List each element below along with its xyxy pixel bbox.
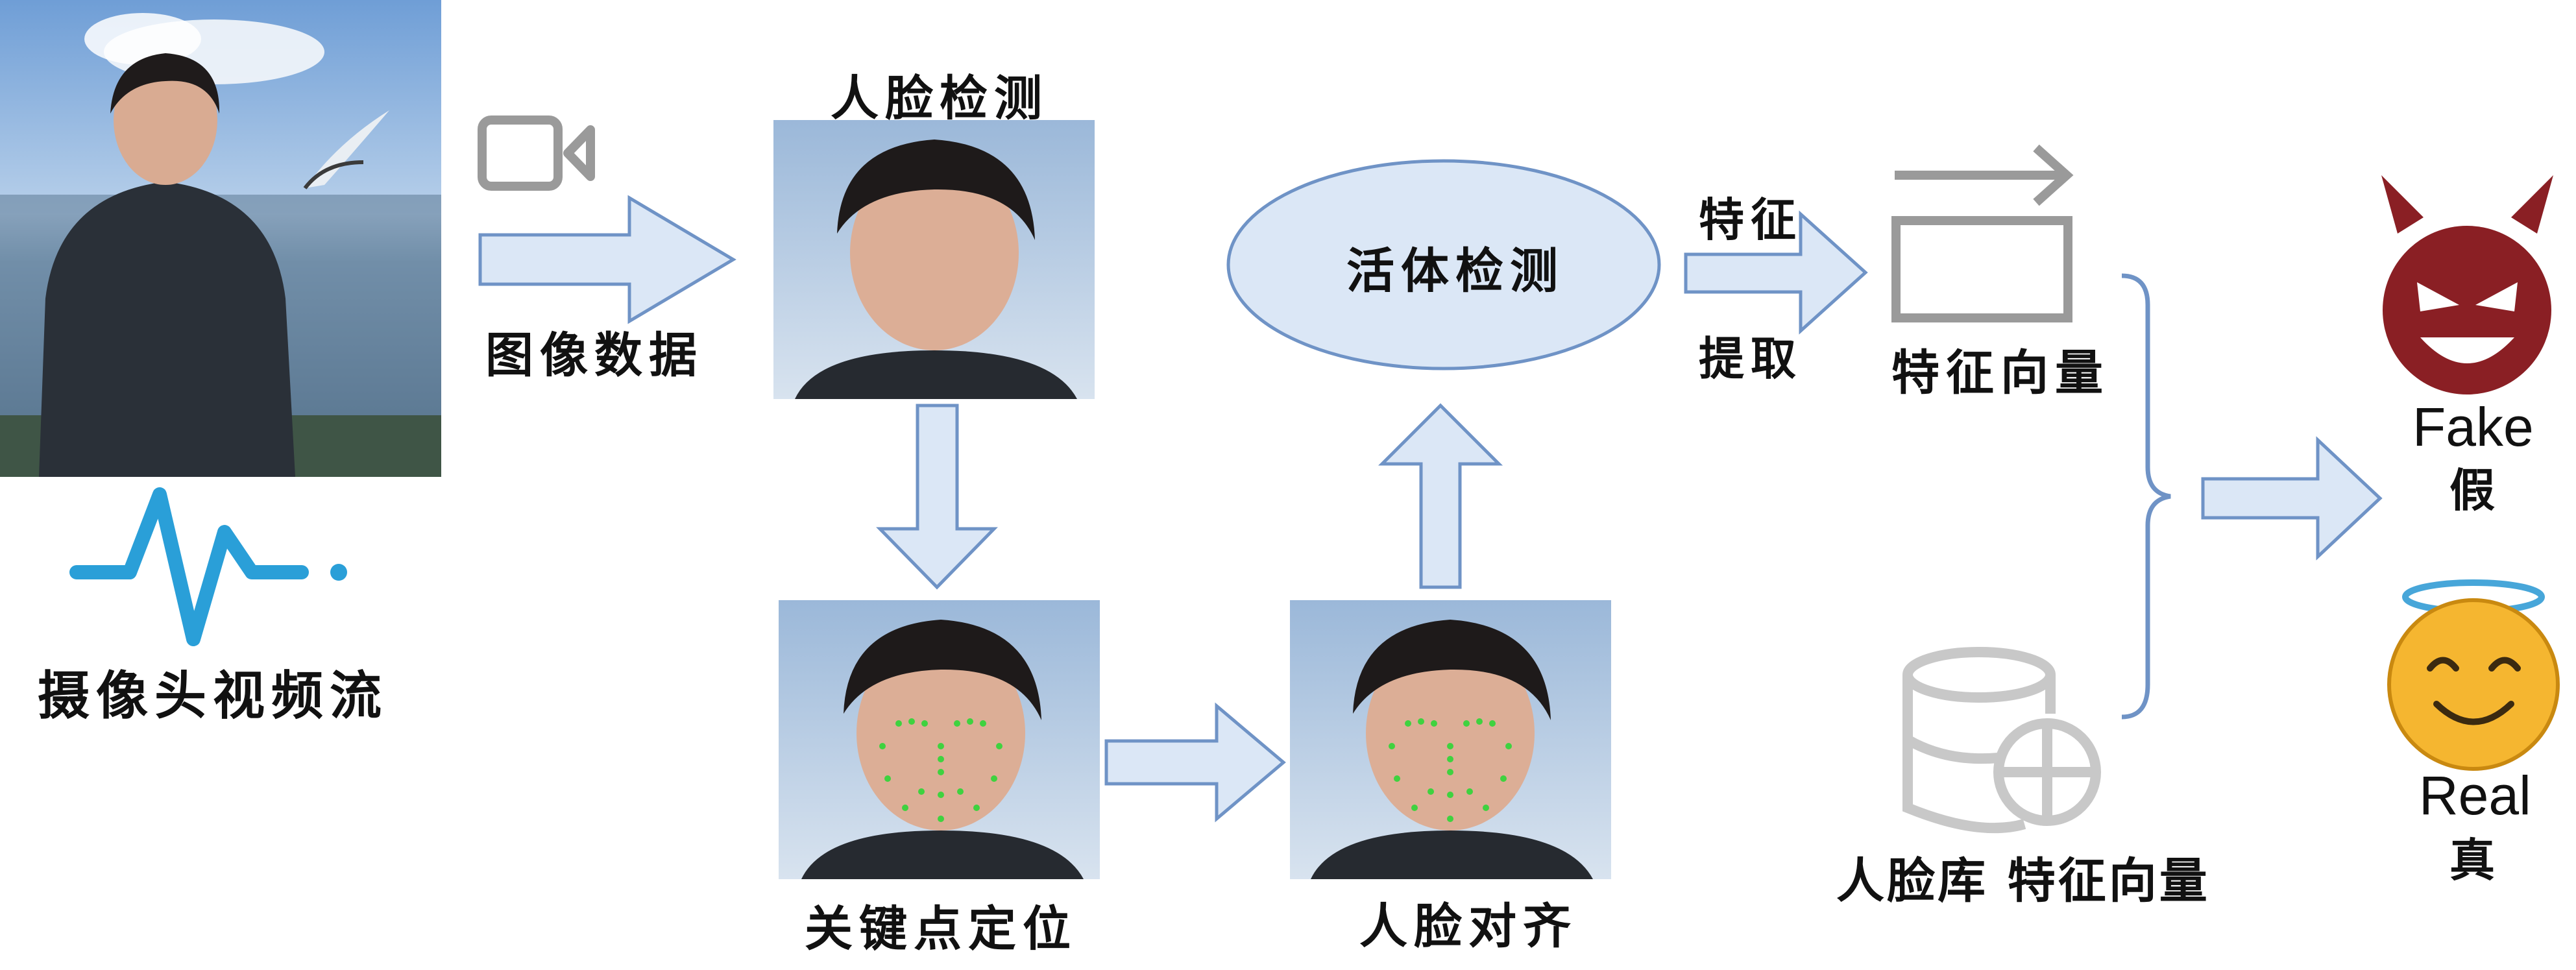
label-feature-extraction-1: 特征	[1699, 193, 1803, 247]
feature-vector-icon	[1891, 144, 2074, 322]
arrow-keypoints-to-align	[1104, 702, 1286, 823]
label-real-cn: 真	[2449, 833, 2495, 887]
label-keypoint-localization: 关键点定位	[805, 901, 1077, 957]
source-photo	[0, 0, 441, 477]
label-face-alignment: 人脸对齐	[1359, 899, 1577, 954]
label-camera-stream: 摄像头视频流	[38, 665, 388, 726]
label-face-db-feature-vector: 人脸库 特征向量	[1836, 853, 2210, 909]
pulse-wave-icon	[69, 487, 347, 646]
arrow-detect-to-keypoints	[876, 404, 998, 590]
label-real-en: Real	[2419, 765, 2531, 826]
label-fake-en: Fake	[2412, 396, 2534, 457]
face-detection-photo	[773, 120, 1095, 399]
label-liveness-detection: 活体检测	[1346, 243, 1564, 299]
label-image-data: 图像数据	[485, 328, 703, 383]
label-feature-vector: 特征向量	[1891, 345, 2109, 401]
arrow-to-result	[2201, 436, 2383, 561]
angel-face-icon	[2387, 579, 2560, 771]
label-face-detection: 人脸检测	[831, 71, 1049, 127]
database-icon	[1902, 647, 2101, 834]
keypoint-photo	[779, 600, 1100, 879]
video-camera-icon	[478, 115, 595, 191]
devil-face-icon	[2381, 175, 2553, 394]
label-feature-extraction-2: 提取	[1699, 332, 1803, 385]
arrow-feature-extraction	[1684, 210, 1868, 335]
liveness-ellipse	[1226, 159, 1661, 370]
merge-brace	[2121, 273, 2171, 720]
arrow-align-to-liveness	[1378, 403, 1503, 589]
alignment-photo	[1290, 600, 1611, 879]
label-fake-cn: 假	[2449, 463, 2495, 517]
arrow-image-data	[478, 195, 736, 324]
